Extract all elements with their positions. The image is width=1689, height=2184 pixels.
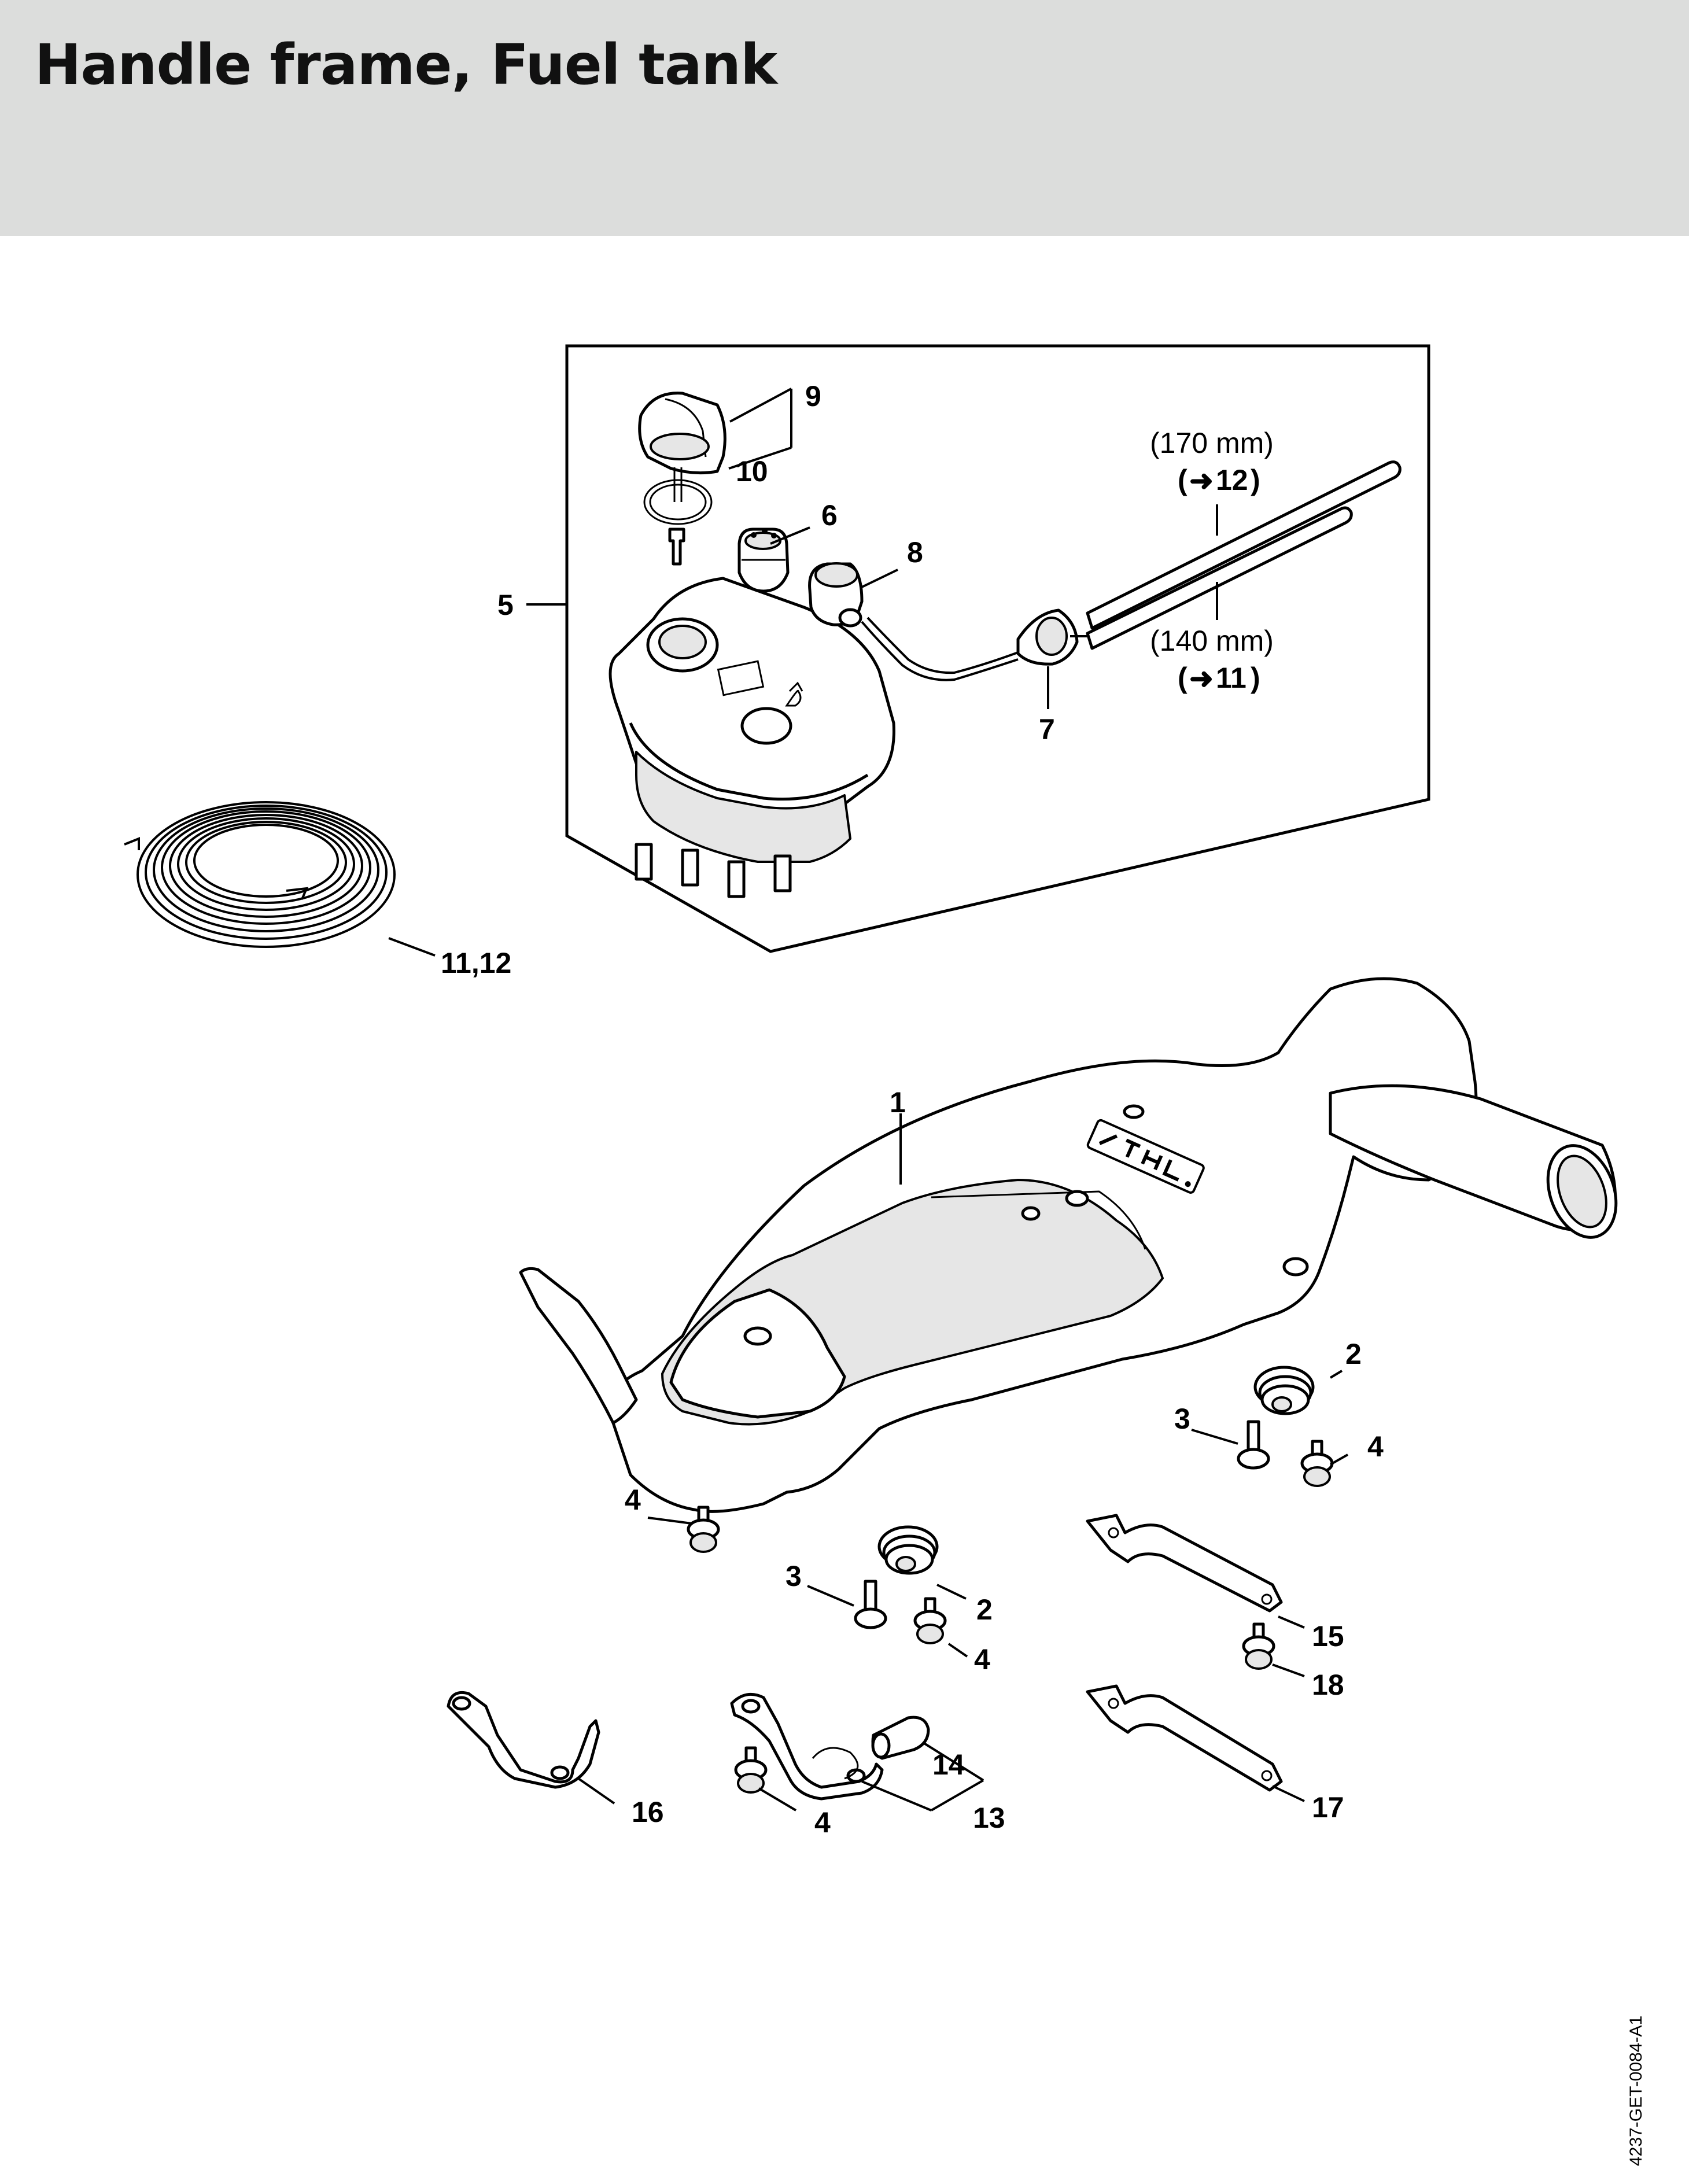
callout-4-bottom: 4 [814,1806,831,1839]
callout-4-lower: 4 [974,1643,990,1676]
callout-16: 16 [632,1796,664,1828]
callout-3-upper: 3 [1174,1403,1190,1435]
bracket-17-drawing [1086,1684,1283,1792]
spline-screw-a [1300,1440,1334,1487]
arrow-right-icon: ➜ [1189,662,1214,695]
callout-15: 15 [1312,1620,1344,1652]
leader-lines [388,388,1348,1812]
stihl-logo [1086,1119,1205,1194]
hose-lower-ref-close: ) [1251,662,1260,694]
grommet-drawing [1016,608,1093,666]
clip-14-drawing [871,1716,930,1760]
hose-upper-length: (170 mm) [1150,427,1274,459]
callout-4-left: 4 [625,1484,641,1516]
arrow-right-icon: ➜ [1189,464,1214,497]
fuel-tank-drawing [609,577,895,898]
callout-13: 13 [973,1802,1005,1834]
callout-7: 7 [1039,713,1055,746]
annular-buffer-lower [877,1525,939,1575]
callout-14: 14 [932,1748,965,1781]
bracket-16-drawing [447,1691,600,1789]
document-id: 4237-GET-0084-A1 [1627,2015,1646,2166]
pickup-body-drawing [808,562,1019,681]
spline-screw-e [1242,1622,1275,1670]
callout-5: 5 [497,589,514,621]
hose-upper-ref-open: ( [1178,464,1188,496]
hose-upper-ref-close: ) [1251,464,1260,496]
callout-2-upper: 2 [1345,1338,1362,1370]
bracket-15-drawing [1086,1514,1283,1613]
hose-lower-length: (140 mm) [1150,625,1274,657]
annular-buffer-upper [1253,1366,1315,1415]
callout-10: 10 [736,455,768,488]
page-title: Handle frame, Fuel tank [35,32,777,97]
callout-9: 9 [805,380,821,412]
callout-2-lower: 2 [976,1593,993,1626]
hose-lower-ref: 11 [1216,662,1247,694]
callout-6: 6 [821,499,838,532]
screw-upper [1237,1420,1270,1470]
fuel-hoses-drawing [1086,460,1402,650]
spline-screw-c [913,1597,947,1644]
callout-11-12: 11,12 [441,947,511,979]
hose-upper-ref: 12 [1216,464,1248,496]
spline-screw-b [687,1506,720,1553]
bracket-13-drawing [730,1692,884,1801]
tank-cap-drawing [638,392,727,566]
callout-17: 17 [1312,1791,1344,1824]
callout-3-lower: 3 [786,1560,802,1592]
callout-1: 1 [890,1086,906,1119]
hose-lower-ref-open: ( [1178,662,1188,694]
callout-8: 8 [907,536,923,569]
spline-screw-d [734,1746,768,1794]
vent-valve-drawing [737,527,790,593]
screw-lower [854,1580,887,1629]
callout-18: 18 [1312,1669,1344,1701]
fuel-tank-inset-frame [565,344,1430,953]
coiled-hose-drawing [124,801,396,948]
handle-frame-drawing [519,977,1618,1513]
header-band: Handle frame, Fuel tank [0,0,1689,236]
callout-4-upper: 4 [1367,1430,1384,1463]
